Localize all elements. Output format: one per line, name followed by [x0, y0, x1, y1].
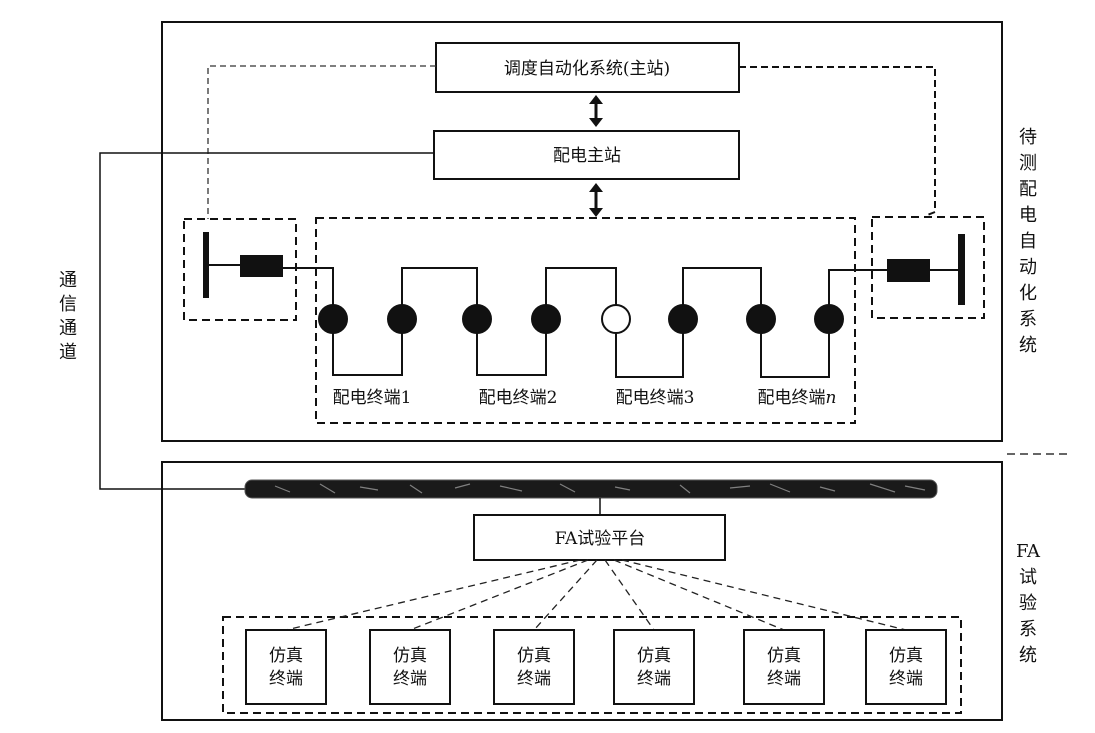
open-switch-icon — [601, 304, 631, 334]
sim-terminals-group-box — [222, 616, 962, 714]
svg-text:配电终端2: 配电终端2 — [479, 388, 558, 408]
label-char: 系 — [1019, 309, 1037, 330]
sim-terminal-label: 终端 — [637, 669, 671, 689]
sim-terminal-label: 终端 — [767, 669, 801, 689]
closed-switch-icon — [531, 304, 561, 334]
svg-text:配电终端1: 配电终端1 — [333, 388, 412, 408]
sim-terminal-label: 终端 — [517, 669, 551, 689]
right-busbar-icon — [958, 234, 965, 305]
closed-switch-icon — [387, 304, 417, 334]
label-char: 统 — [1019, 335, 1037, 356]
label-char: 配 — [1019, 179, 1037, 200]
terminal-label: 配电终端1 — [333, 388, 412, 408]
double-arrow-icon — [589, 183, 603, 217]
left-busbar-icon — [203, 232, 209, 298]
sim-terminal-label: 终端 — [889, 669, 923, 689]
label-char: 自 — [1019, 231, 1037, 252]
platform-to-sim-link — [409, 559, 589, 631]
distribution-master-label: 配电主站 — [553, 146, 621, 166]
lower-system-frame — [161, 461, 1003, 721]
label-char: 统 — [1019, 645, 1037, 666]
label-char: 待 — [1019, 127, 1037, 148]
fa-test-platform-label: FA试验平台 — [555, 529, 646, 549]
label-char: 动 — [1019, 257, 1037, 278]
communication-bus — [244, 479, 938, 499]
closed-switch-icon — [668, 304, 698, 334]
right-breaker-icon — [887, 259, 930, 282]
comm-channel-line — [99, 152, 434, 490]
left-breaker-icon — [240, 255, 283, 277]
platform-to-sim-link — [533, 559, 598, 631]
sim-terminal-label: 仿真 — [393, 646, 427, 666]
dispatch-automation-label: 调度自动化系统(主站) — [504, 59, 670, 79]
closed-switch-icon — [462, 304, 492, 334]
double-arrow-icon — [589, 95, 603, 127]
closed-switch-icon — [746, 304, 776, 334]
left-substation-box — [183, 218, 297, 321]
sim-terminal-label: 终端 — [269, 669, 303, 689]
platform-to-sim-link — [621, 559, 907, 631]
label-char: 道 — [59, 342, 77, 363]
terminal-label: 配电终端n — [758, 388, 837, 408]
sim-terminal-label: 仿真 — [269, 646, 303, 666]
platform-to-sim-link — [604, 559, 655, 631]
svg-text:配电终端3: 配电终端3 — [616, 388, 695, 408]
label-char: FA — [1016, 541, 1041, 562]
terminal-label: 配电终端2 — [479, 388, 558, 408]
closed-switch-icon — [814, 304, 844, 334]
svg-text:配电终端n: 配电终端n — [758, 388, 837, 408]
sim-terminal-label: 终端 — [393, 669, 427, 689]
distribution-master-box: 配电主站 — [433, 130, 740, 180]
label-char: 测 — [1019, 153, 1037, 174]
right-substation-box — [871, 216, 985, 319]
fa-test-platform-box: FA试验平台 — [473, 514, 726, 561]
dispatch-to-right-substation-link — [739, 66, 936, 217]
sim-terminal-label: 仿真 — [517, 646, 551, 666]
label-char: 系 — [1019, 619, 1037, 640]
feeder-line — [283, 267, 887, 378]
terminals-group-box — [315, 217, 856, 424]
sim-terminal-label: 仿真 — [767, 646, 801, 666]
terminal-label: 配电终端3 — [616, 388, 695, 408]
label-char: 电 — [1019, 205, 1037, 226]
sim-terminal-label: 仿真 — [637, 646, 671, 666]
label-char: 通 — [59, 318, 77, 339]
upper-system-frame — [161, 21, 1003, 442]
label-char: 化 — [1019, 283, 1037, 304]
label-char: 试 — [1019, 567, 1037, 588]
label-char: 通 — [59, 270, 77, 291]
label-char: 验 — [1019, 593, 1037, 614]
label-char: 信 — [59, 294, 77, 315]
closed-switch-icon — [318, 304, 348, 334]
dispatch-automation-box: 调度自动化系统(主站) — [435, 42, 740, 93]
platform-to-sim-link — [285, 559, 581, 631]
dispatch-to-left-substation-link — [207, 65, 436, 219]
platform-to-sim-link — [613, 559, 785, 631]
sim-terminal-label: 仿真 — [889, 646, 923, 666]
